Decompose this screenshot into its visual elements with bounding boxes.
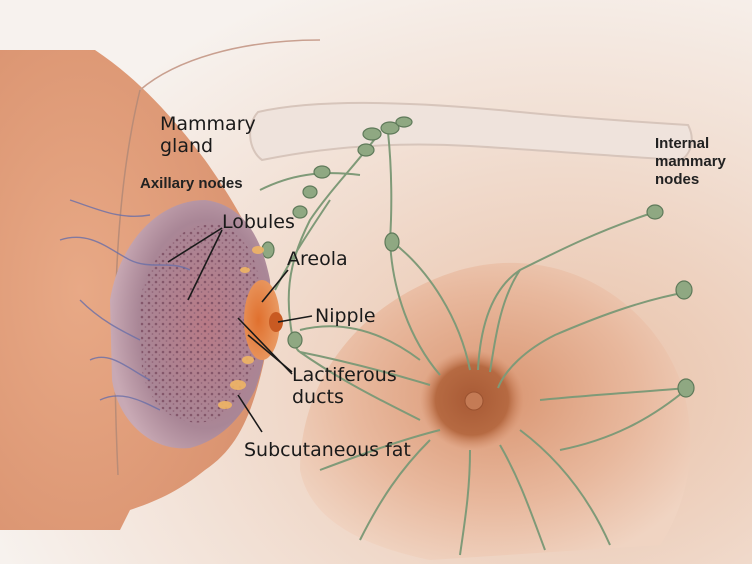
internal-mammary-node — [678, 379, 694, 397]
label-mammary-gland: Mammary gland — [160, 113, 256, 157]
internal-mammary-node — [676, 281, 692, 299]
internal-mammary-node — [647, 205, 663, 219]
label-axillary-nodes: Axillary nodes — [140, 175, 243, 193]
front-nipple — [465, 392, 483, 410]
label-subcutaneous-fat: Subcutaneous fat — [244, 439, 411, 461]
axillary-node — [358, 144, 374, 156]
label-internal-mammary-nodes: Internal mammary nodes — [655, 135, 726, 189]
label-lobules: Lobules — [222, 211, 295, 233]
label-areola: Areola — [287, 248, 348, 270]
axillary-node — [385, 233, 399, 251]
label-nipple: Nipple — [315, 305, 376, 327]
axillary-node — [288, 332, 302, 348]
axillary-node — [363, 128, 381, 140]
axillary-node — [396, 117, 412, 127]
axillary-node — [303, 186, 317, 198]
label-lactiferous-ducts: Lactiferous ducts — [292, 364, 397, 408]
axillary-node — [314, 166, 330, 178]
axillary-node — [293, 206, 307, 218]
